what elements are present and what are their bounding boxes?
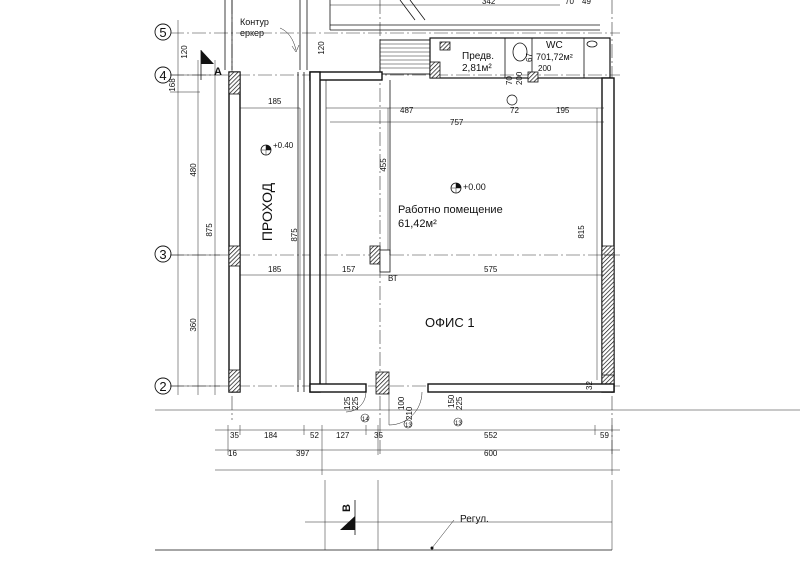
axis-bubble-5: 5 [154, 23, 172, 41]
svg-text:49: 49 [582, 0, 591, 6]
svg-text:342: 342 [482, 0, 496, 6]
svg-text:B: B [341, 504, 353, 512]
svg-text:72: 72 [510, 106, 519, 115]
axis-bubble-2: 2 [154, 377, 172, 395]
axis-bubble-3: 3 [154, 245, 172, 263]
svg-text:13: 13 [405, 423, 412, 429]
svg-text:Контур: Контур [240, 17, 269, 27]
level-marker-passage: +0.40 [260, 141, 294, 156]
upper-walls: 342 70 49 Контур еркер [224, 0, 600, 70]
left-dimension-chains: 168 480 875 360 120 120 [155, 20, 800, 411]
svg-text:552: 552 [484, 431, 498, 440]
svg-text:14: 14 [362, 417, 369, 423]
svg-text:16: 16 [228, 449, 237, 458]
passage-walls [228, 71, 305, 393]
office-title: ОФИС 1 [425, 315, 475, 330]
office-room-area: 61,42м² [398, 218, 437, 230]
svg-text:184: 184 [264, 431, 278, 440]
svg-text:еркер: еркер [240, 28, 264, 38]
svg-text:815: 815 [577, 225, 586, 239]
svg-text:225: 225 [351, 396, 360, 410]
svg-text:575: 575 [484, 265, 498, 274]
svg-text:35: 35 [230, 431, 239, 440]
doors [345, 391, 423, 426]
svg-text:70: 70 [565, 0, 574, 6]
svg-text:Регул.: Регул. [460, 514, 489, 525]
office-walls [309, 71, 615, 395]
svg-text:455: 455 [379, 158, 388, 172]
svg-text:4: 4 [159, 68, 166, 83]
svg-text:5: 5 [159, 25, 166, 40]
svg-text:52: 52 [310, 431, 319, 440]
svg-text:200: 200 [515, 71, 524, 85]
svg-text:100: 100 [397, 396, 406, 410]
svg-text:360: 360 [189, 318, 198, 332]
svg-text:185: 185 [268, 265, 282, 274]
lower-lines: B Регул. [155, 480, 613, 551]
svg-text:2: 2 [159, 379, 166, 394]
level-marker-office: +0.00 [450, 182, 486, 194]
svg-text:Предв.: Предв. [462, 51, 494, 62]
svg-text:120: 120 [180, 45, 189, 59]
svg-text:600: 600 [484, 449, 498, 458]
svg-text:A: A [214, 66, 222, 78]
vt-label: ВТ [388, 274, 398, 283]
svg-text:185: 185 [268, 97, 282, 106]
svg-text:875: 875 [290, 228, 299, 242]
svg-text:487: 487 [400, 106, 414, 115]
office-room-name: Работно помещение [398, 204, 503, 216]
svg-text:67: 67 [525, 53, 534, 62]
svg-text:70: 70 [505, 76, 514, 85]
svg-text:757: 757 [450, 118, 464, 127]
svg-text:59: 59 [600, 431, 609, 440]
svg-text:120: 120 [317, 41, 326, 55]
svg-text:+0.00: +0.00 [463, 182, 486, 192]
door-dimensions: 125 225 100 210 150 225 14 13 13 [343, 394, 464, 429]
svg-text:200: 200 [538, 64, 552, 73]
svg-text:32: 32 [585, 381, 594, 390]
svg-text:701,72м²: 701,72м² [536, 52, 573, 62]
svg-text:168: 168 [168, 78, 177, 92]
svg-text:125: 125 [343, 396, 352, 410]
bottom-dimension-chains: 35 184 52 127 35 552 59 16 397 600 [215, 425, 620, 475]
vestibule-wc-block: Предв. 2,81м² WC 701,72м² 70 200 67 200 [429, 37, 611, 106]
stair [379, 39, 431, 75]
svg-text:150: 150 [447, 394, 456, 408]
svg-text:195: 195 [556, 106, 570, 115]
inner-dimensions: 185 185 487 757 72 195 455 875 815 157 5… [240, 97, 604, 390]
svg-text:210: 210 [405, 406, 414, 420]
svg-text:480: 480 [189, 163, 198, 177]
svg-text:+0.40: +0.40 [273, 141, 294, 150]
svg-text:875: 875 [205, 223, 214, 237]
svg-text:2,81м²: 2,81м² [462, 63, 492, 74]
section-mark-a: A [200, 50, 222, 80]
svg-text:397: 397 [296, 449, 310, 458]
svg-text:WC: WC [546, 40, 563, 51]
svg-text:3: 3 [159, 247, 166, 262]
svg-text:13: 13 [455, 421, 462, 427]
svg-text:127: 127 [336, 431, 350, 440]
svg-text:225: 225 [455, 396, 464, 410]
svg-text:35: 35 [374, 431, 383, 440]
passage-room-label: ПРОХОД [259, 182, 275, 241]
svg-text:157: 157 [342, 265, 356, 274]
